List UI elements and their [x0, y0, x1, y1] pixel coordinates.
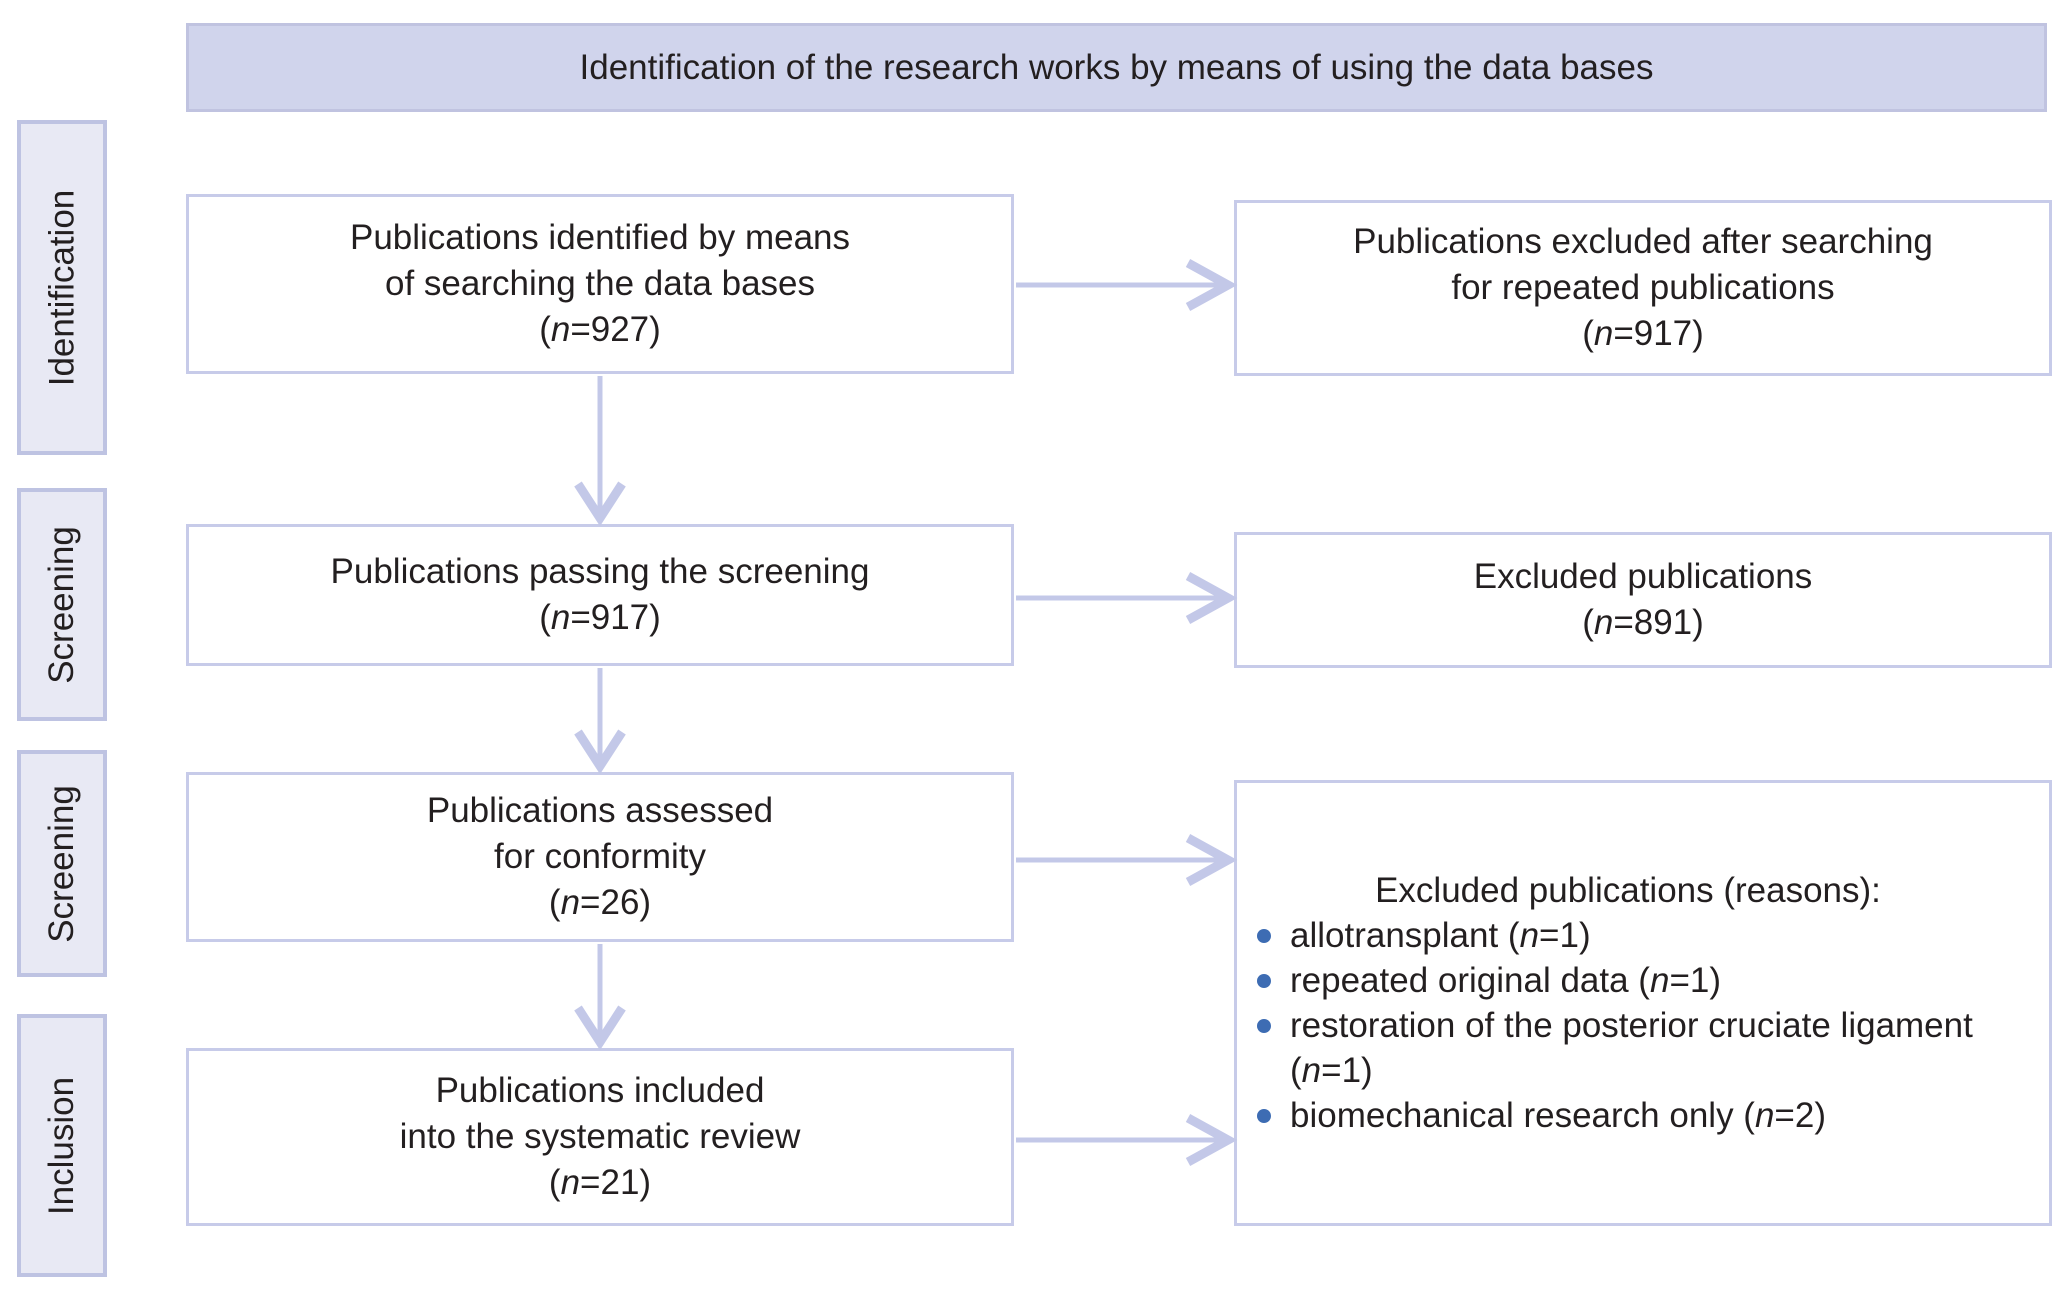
box-count: (n=927) — [539, 310, 661, 349]
box-line: for conformity — [494, 837, 706, 876]
box-count: (n=21) — [548, 1163, 652, 1202]
box-line: for repeated publications — [1451, 268, 1835, 307]
box-line: Publications included — [435, 1071, 765, 1110]
box-line: Publications excluded after searching — [1353, 222, 1933, 261]
flow-box-screened: Publications passing the screening (n=91… — [186, 524, 1014, 666]
flow-box-excluded-screening: Excluded publications (n=891) — [1234, 532, 2052, 668]
arrow-right-2 — [1016, 572, 1238, 624]
box-line: Publications identified by means — [349, 218, 850, 257]
flow-box-identified: Publications identified by means of sear… — [186, 194, 1014, 374]
stage-label-inclusion: Inclusion — [17, 1014, 107, 1277]
arrow-right-1 — [1016, 259, 1238, 311]
stage-label-identification: Identification — [17, 120, 107, 455]
diagram-title-banner: Identification of the research works by … — [186, 23, 2047, 112]
reason-text: biomechanical research only (n=2) — [1290, 1096, 1826, 1135]
box-line: Excluded publications — [1473, 557, 1813, 596]
reason-item: restoration of the posterior cruciate li… — [1257, 1003, 2009, 1093]
reason-item: repeated original data (n=1) — [1257, 958, 2009, 1003]
box-count: (n=26) — [548, 883, 652, 922]
reason-text: allotransplant (n=1) — [1290, 916, 1591, 955]
stage-label-text: Screening — [42, 784, 82, 943]
flow-box-excluded-duplicates: Publications excluded after searching fo… — [1234, 200, 2052, 376]
stage-label-text: Screening — [42, 525, 82, 684]
box-line: Publications passing the screening — [330, 552, 870, 591]
stage-label-screening-2: Screening — [17, 750, 107, 977]
bullet-dot-icon — [1257, 974, 1271, 988]
flow-box-excluded-reasons: Excluded publications (reasons): allotra… — [1234, 780, 2052, 1226]
box-line: Publications assessed — [426, 791, 774, 830]
arrow-right-3 — [1016, 834, 1238, 886]
arrow-down-2 — [574, 668, 626, 775]
reasons-heading: Excluded publications (reasons): — [1375, 871, 1881, 910]
reason-text: repeated original data (n=1) — [1290, 961, 1721, 1000]
bullet-dot-icon — [1257, 1019, 1271, 1033]
box-count: (n=917) — [1582, 314, 1704, 353]
bullet-dot-icon — [1257, 929, 1271, 943]
reasons-list: allotransplant (n=1) repeated original d… — [1237, 913, 2019, 1138]
stage-label-text: Inclusion — [42, 1076, 82, 1215]
arrow-down-3 — [574, 944, 626, 1051]
diagram-title: Identification of the research works by … — [579, 47, 1654, 87]
reason-item: allotransplant (n=1) — [1257, 913, 2009, 958]
flow-box-assessed: Publications assessed for conformity (n=… — [186, 772, 1014, 942]
bullet-dot-icon — [1257, 1109, 1271, 1123]
arrow-right-4 — [1016, 1114, 1238, 1166]
arrow-down-1 — [574, 376, 626, 527]
box-count: (n=891) — [1582, 603, 1704, 642]
box-count: (n=917) — [539, 598, 661, 637]
flow-box-included: Publications included into the systemati… — [186, 1048, 1014, 1226]
box-line: of searching the data bases — [384, 264, 815, 303]
reason-text: restoration of the posterior cruciate li… — [1290, 1006, 1973, 1090]
stage-label-text: Identification — [42, 189, 81, 386]
reason-item: biomechanical research only (n=2) — [1257, 1093, 2009, 1138]
box-line: into the systematic review — [399, 1117, 801, 1156]
stage-label-screening-1: Screening — [17, 488, 107, 721]
